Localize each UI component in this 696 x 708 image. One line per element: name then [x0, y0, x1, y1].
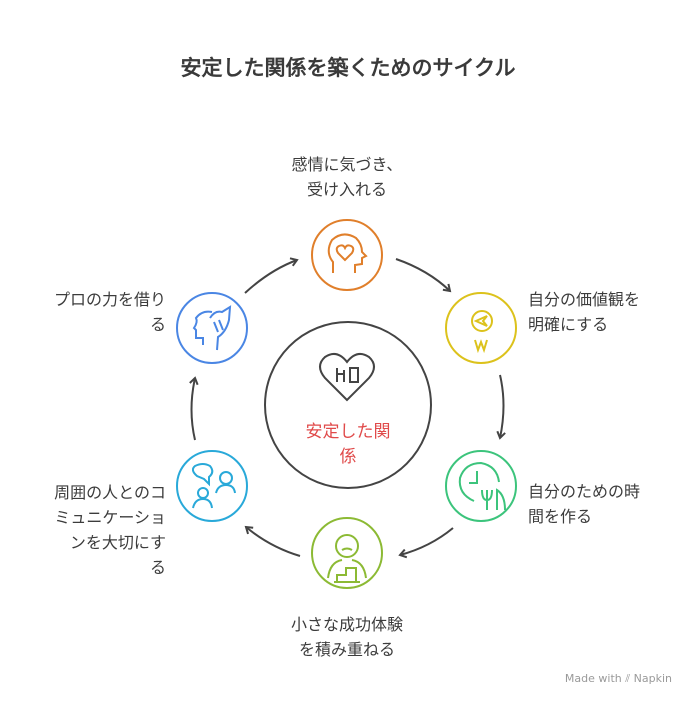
center-label: 安定した関 係 — [268, 420, 428, 470]
center-circle — [264, 321, 432, 489]
label-line: 感情に気づき、 — [291, 155, 403, 174]
person-steps-icon — [327, 534, 367, 583]
label-line: ミュニケーショ — [54, 508, 166, 527]
cycle-arrows — [189, 257, 506, 559]
step-label-5: 周囲の人とのコ ミュニケーショ ンを大切にす る — [54, 480, 166, 580]
center-label-line: 安定した関 — [305, 422, 391, 442]
arrow-3 — [496, 374, 506, 440]
label-line: ンを大切にす — [69, 533, 166, 552]
people-chat-icon — [191, 463, 236, 509]
step-label-4: 小さな成功体験 を積み重ねる — [247, 612, 447, 662]
step-circle-3 — [445, 450, 517, 522]
label-line: る — [149, 558, 166, 577]
step-label-2: 自分の価値観を 明確にする — [528, 287, 640, 337]
label-line: 間を作る — [528, 507, 593, 526]
heart-book-icon — [319, 352, 375, 402]
step-circle-2 — [445, 292, 517, 364]
step-circle-1 — [311, 219, 383, 291]
label-line: 受け入れる — [306, 180, 387, 199]
step-label-6: プロの力を借り る — [54, 287, 166, 337]
helping-hand-icon — [192, 305, 232, 351]
head-heart-icon — [327, 233, 368, 273]
label-line: る — [149, 315, 166, 334]
arrow-6 — [189, 376, 199, 441]
arrow-4 — [398, 527, 454, 559]
step-label-3: 自分のための時 間を作る — [528, 479, 640, 529]
made-with-napkin-footer: Made with ⫽ Napkin — [564, 672, 672, 685]
arrow-1 — [244, 257, 299, 294]
arrow-5 — [244, 525, 301, 557]
label-line: プロの力を借り — [53, 290, 166, 309]
label-line: を積み重ねる — [298, 640, 395, 659]
step-circle-5 — [176, 450, 248, 522]
center-label-line: 係 — [339, 447, 357, 467]
label-line: 小さな成功体験 — [290, 615, 403, 634]
step-circle-4 — [311, 517, 383, 589]
arrow-2 — [395, 258, 452, 293]
diagram-title: 安定した関係を築くためのサイクル — [180, 56, 516, 80]
step-label-1: 感情に気づき、 受け入れる — [247, 152, 447, 202]
step-circle-6 — [176, 292, 248, 364]
label-line: 周囲の人とのコ — [54, 483, 166, 502]
compass-icon — [471, 310, 493, 354]
clock-plant-icon — [458, 461, 506, 511]
label-line: 自分の価値観を — [528, 290, 641, 309]
label-line: 自分のための時 — [528, 482, 641, 501]
label-line: 明確にする — [528, 315, 609, 334]
